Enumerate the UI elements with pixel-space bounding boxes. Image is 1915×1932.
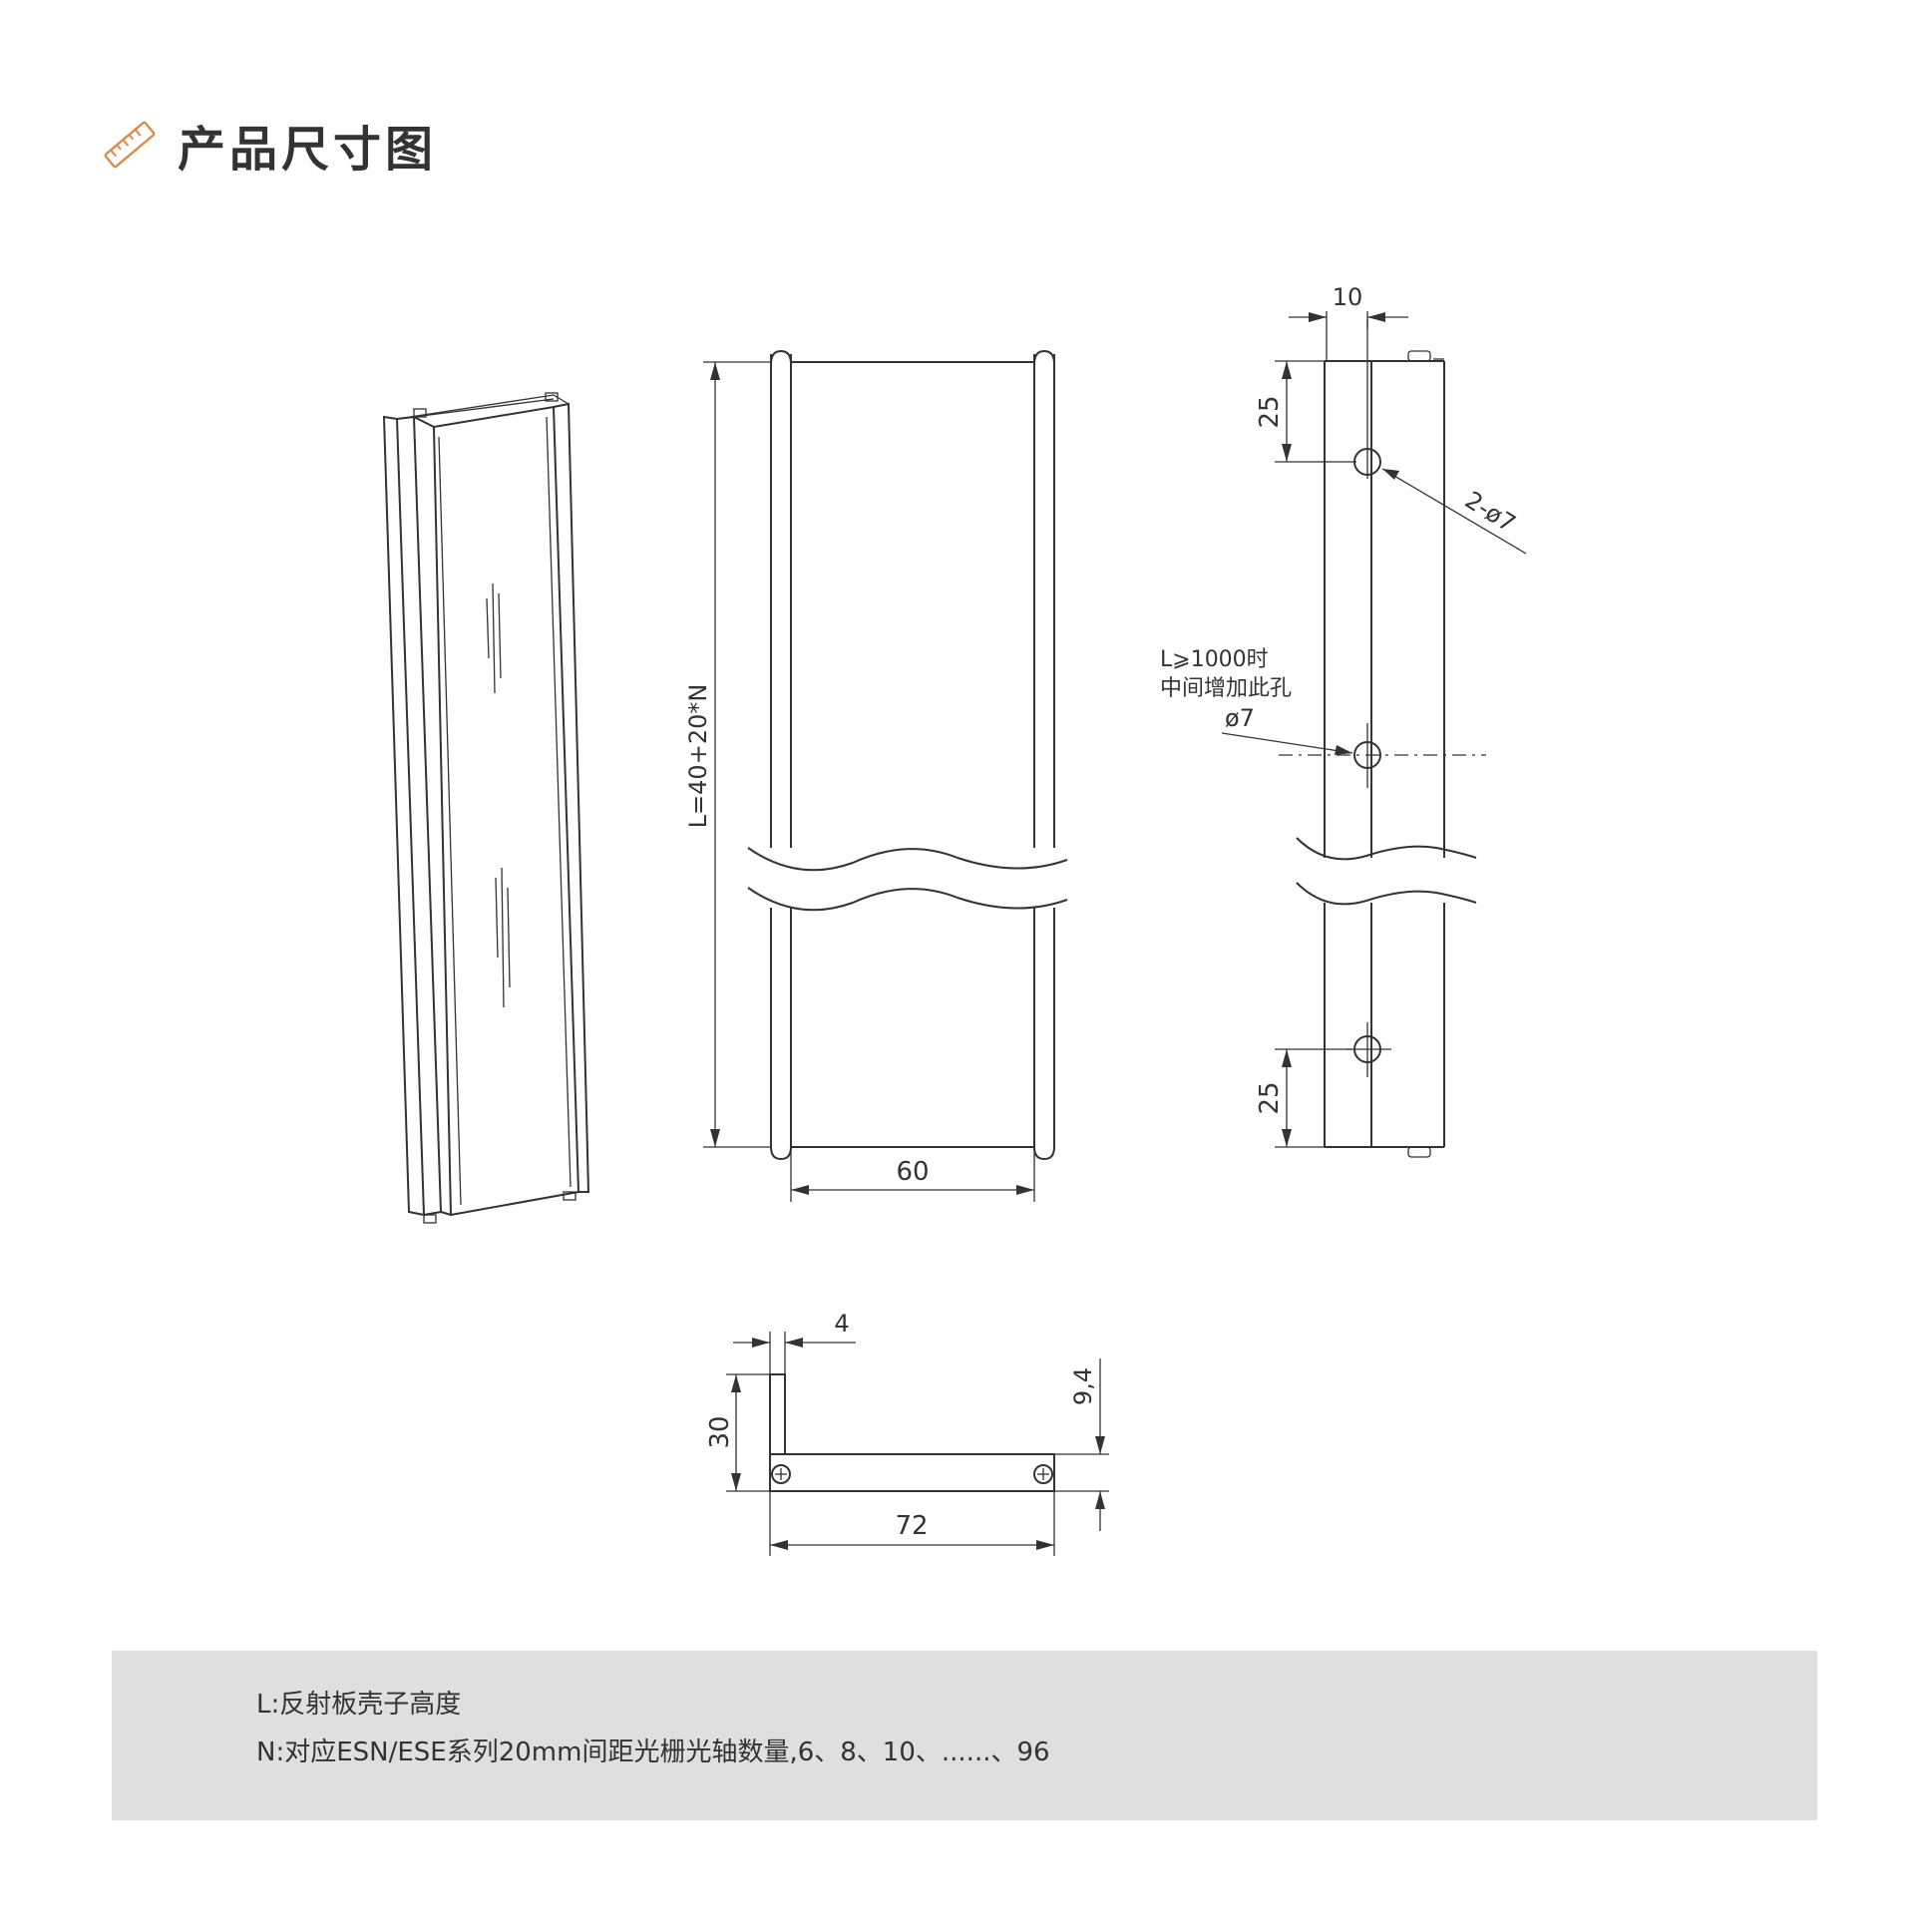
section-view: 4 30 9,4 72 [705, 1310, 1109, 1556]
notes-panel: L:反射板壳子高度 N:对应ESN/ESE系列20mm间距光栅光轴数量,6、8、… [112, 1651, 1817, 1820]
side-bottom-hole-distance-label: 25 [1255, 1081, 1285, 1114]
screw-icon-right [1033, 1464, 1053, 1484]
side-middle-hole-label: ø7 [1225, 704, 1255, 732]
section-thickness-label: 4 [834, 1310, 849, 1338]
dimension-drawing: L=40+20*N 60 [382, 283, 1527, 1556]
side-middle-note-line1: L⩾1000时 [1160, 647, 1269, 672]
side-top-hole-distance-label: 25 [1255, 395, 1285, 428]
note-n-definition: N:对应ESN/ESE系列20mm间距光栅光轴数量,6、8、10、......、… [256, 1738, 1050, 1767]
page-header: 产品尺寸图 [100, 110, 437, 180]
page-title: 产品尺寸图 [178, 122, 438, 178]
screw-icon-left [771, 1464, 791, 1484]
front-width-label: 60 [896, 1157, 929, 1187]
perspective-view [382, 392, 590, 1224]
ruler-icon [104, 121, 156, 169]
side-middle-note-line2: 中间增加此孔 [1160, 676, 1292, 701]
section-height-label: 30 [705, 1415, 735, 1448]
side-view: 10 25 2-ø7 L⩾1000时 中间增加此孔 ø7 25 [1160, 283, 1527, 1158]
side-hole-callout-label: 2-ø7 [1460, 486, 1521, 538]
note-l-definition: L:反射板壳子高度 [256, 1690, 462, 1720]
front-height-label: L=40+20*N [684, 684, 712, 829]
front-view: L=40+20*N 60 [684, 349, 1068, 1202]
section-base-height-label: 9,4 [1069, 1367, 1097, 1405]
section-width-label: 72 [895, 1511, 928, 1541]
side-top-offset-label: 10 [1333, 283, 1363, 311]
